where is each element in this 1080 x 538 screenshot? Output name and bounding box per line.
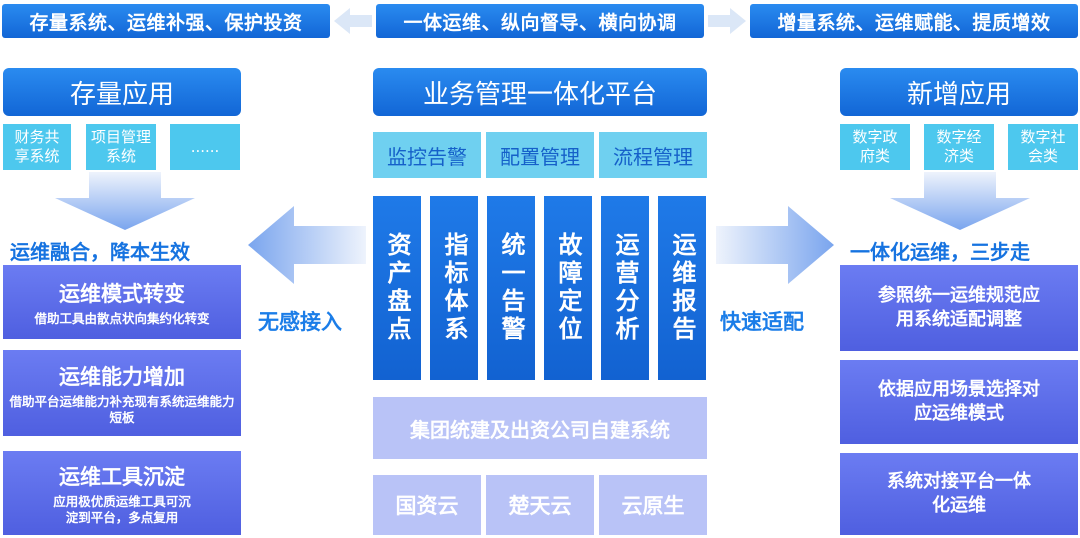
pillar-alert-text: 统一告警	[497, 232, 525, 344]
right-box-scenario: 依据应用场景选择对应运维模式	[840, 360, 1078, 444]
right-slogan-text: 一体化运维，三步走	[850, 240, 1030, 264]
tab-monitor: 监控告警	[373, 132, 481, 178]
right-big-arrow-icon	[716, 206, 834, 284]
right-app-economy-text: 数字经济类	[936, 128, 982, 165]
left-slogan: 运维融合，降本生效	[10, 236, 238, 265]
right-app-economy: 数字经济类	[924, 124, 994, 170]
pillar-metric: 指标体系	[430, 196, 478, 380]
top-right-banner-text: 增量系统、运维赋能、提质增效	[777, 11, 1051, 34]
tab-process: 流程管理	[599, 132, 707, 178]
left-box-mode: 运维模式转变 借助工具由散点状向集约化转变	[3, 265, 241, 339]
right-header-text: 新增应用	[906, 79, 1011, 110]
left-app-finance: 财务共享系统	[3, 124, 71, 170]
pillar-analysis-text: 运营分析	[611, 232, 639, 344]
right-app-society-text: 数字社会类	[1020, 128, 1066, 165]
right-box-standard-text: 参照统一运维规范应用系统适配调整	[878, 285, 1040, 330]
top-center-banner-text: 一体运维、纵向督导、横向协调	[403, 11, 677, 34]
group-systems-text: 集团统建及出资公司自建系统	[410, 417, 670, 442]
top-left-banner: 存量系统、运维补强、保护投资	[2, 4, 330, 38]
top-right-banner: 增量系统、运维赋能、提质增效	[750, 4, 1078, 38]
right-box-integrate-text: 系统对接平台一体化运维	[887, 471, 1031, 516]
left-app-more: ......	[170, 124, 240, 170]
left-big-arrow-icon	[248, 206, 366, 284]
left-box-tools-sub: 应用极优质运维工具可沉淀到平台，多点复用	[53, 493, 191, 525]
tab-config-text: 配置管理	[500, 144, 580, 169]
left-app-finance-text: 财务共享系统	[14, 128, 60, 165]
pillar-asset-text: 资产盘点	[383, 232, 411, 344]
left-pointing-arrow-icon	[334, 8, 372, 34]
right-app-gov: 数字政府类	[840, 124, 910, 170]
right-slogan: 一体化运维，三步走	[850, 236, 1078, 265]
tab-monitor-text: 监控告警	[387, 144, 467, 169]
cloud-native-text: 云原生	[621, 494, 685, 518]
down-arrow-icon	[55, 172, 195, 230]
left-box-capability-title: 运维能力增加	[59, 364, 185, 389]
group-systems-box: 集团统建及出资公司自建系统	[373, 397, 707, 459]
top-center-banner: 一体运维、纵向督导、横向协调	[376, 4, 704, 38]
left-header: 存量应用	[3, 68, 241, 116]
cloud-chutian-text: 楚天云	[508, 494, 572, 518]
right-box-standard: 参照统一运维规范应用系统适配调整	[840, 265, 1078, 351]
pillar-report-text: 运维报告	[668, 232, 696, 344]
left-box-mode-sub: 借助工具由散点状向集约化转变	[34, 310, 210, 326]
pillar-asset: 资产盘点	[373, 196, 421, 380]
left-arrow-label-text: 无感接入	[258, 310, 342, 334]
left-arrow-label: 无感接入	[258, 306, 366, 336]
cloud-guozi: 国资云	[373, 475, 481, 535]
left-header-text: 存量应用	[69, 79, 174, 110]
tab-process-text: 流程管理	[613, 144, 693, 169]
left-box-capability: 运维能力增加 借助平台运维能力补充现有系统运维能力短板	[3, 350, 241, 436]
right-arrow-label-text: 快速适配	[720, 310, 804, 334]
left-app-project-text: 项目管理系统	[91, 128, 152, 165]
pillar-report: 运维报告	[658, 196, 706, 380]
center-header: 业务管理一体化平台	[373, 68, 707, 116]
center-header-text: 业务管理一体化平台	[422, 79, 657, 110]
left-app-more-text: ......	[190, 137, 220, 156]
cloud-native: 云原生	[599, 475, 707, 535]
right-app-gov-text: 数字政府类	[852, 128, 898, 165]
left-box-capability-sub: 借助平台运维能力补充现有系统运维能力短板	[9, 393, 235, 425]
pillar-fault: 故障定位	[544, 196, 592, 380]
pillar-alert: 统一告警	[487, 196, 535, 380]
cloud-guozi-text: 国资云	[395, 494, 459, 518]
left-slogan-text: 运维融合，降本生效	[10, 240, 190, 264]
right-arrow-label: 快速适配	[720, 306, 828, 336]
left-box-tools: 运维工具沉淀 应用极优质运维工具可沉淀到平台，多点复用	[3, 451, 241, 535]
pillar-analysis: 运营分析	[601, 196, 649, 380]
cloud-chutian: 楚天云	[486, 475, 594, 535]
right-box-scenario-text: 依据应用场景选择对应运维模式	[878, 379, 1040, 424]
left-app-project: 项目管理系统	[86, 124, 156, 170]
tab-config: 配置管理	[486, 132, 594, 178]
left-box-mode-title: 运维模式转变	[59, 281, 185, 306]
right-box-integrate: 系统对接平台一体化运维	[840, 453, 1078, 535]
down-arrow-icon	[890, 172, 1030, 230]
right-pointing-arrow-icon	[708, 8, 746, 34]
pillar-metric-text: 指标体系	[440, 232, 468, 344]
top-left-banner-text: 存量系统、运维补强、保护投资	[29, 11, 303, 34]
right-app-society: 数字社会类	[1008, 124, 1078, 170]
right-header: 新增应用	[840, 68, 1078, 116]
pillar-fault-text: 故障定位	[554, 232, 582, 344]
left-box-tools-title: 运维工具沉淀	[59, 464, 185, 489]
